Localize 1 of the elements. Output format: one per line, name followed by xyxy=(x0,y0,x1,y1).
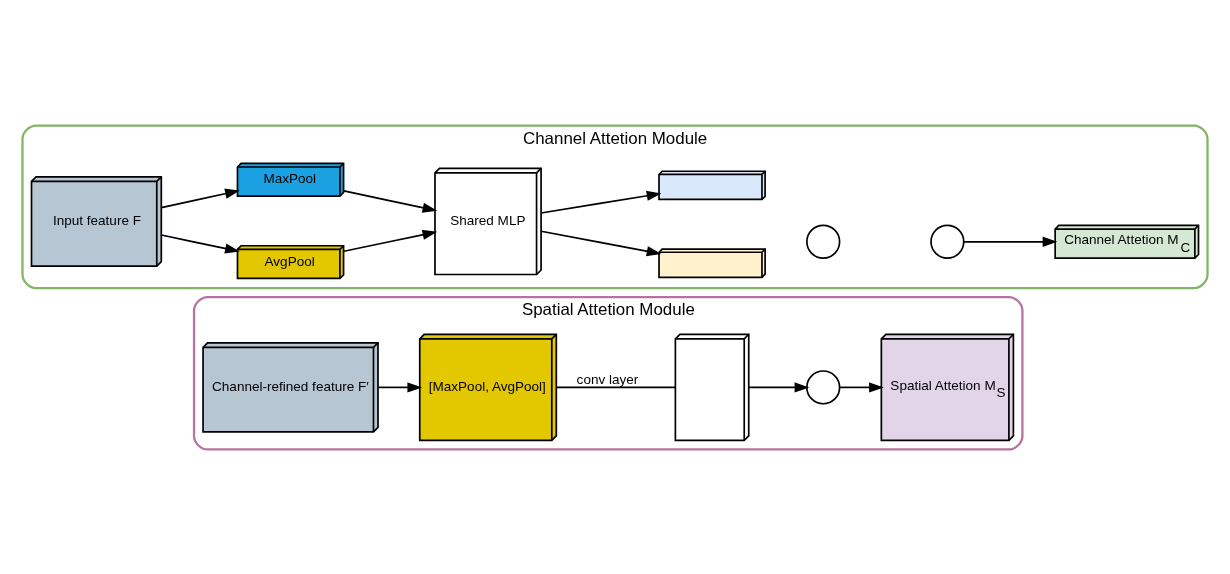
edge-label: conv layer xyxy=(576,371,639,387)
